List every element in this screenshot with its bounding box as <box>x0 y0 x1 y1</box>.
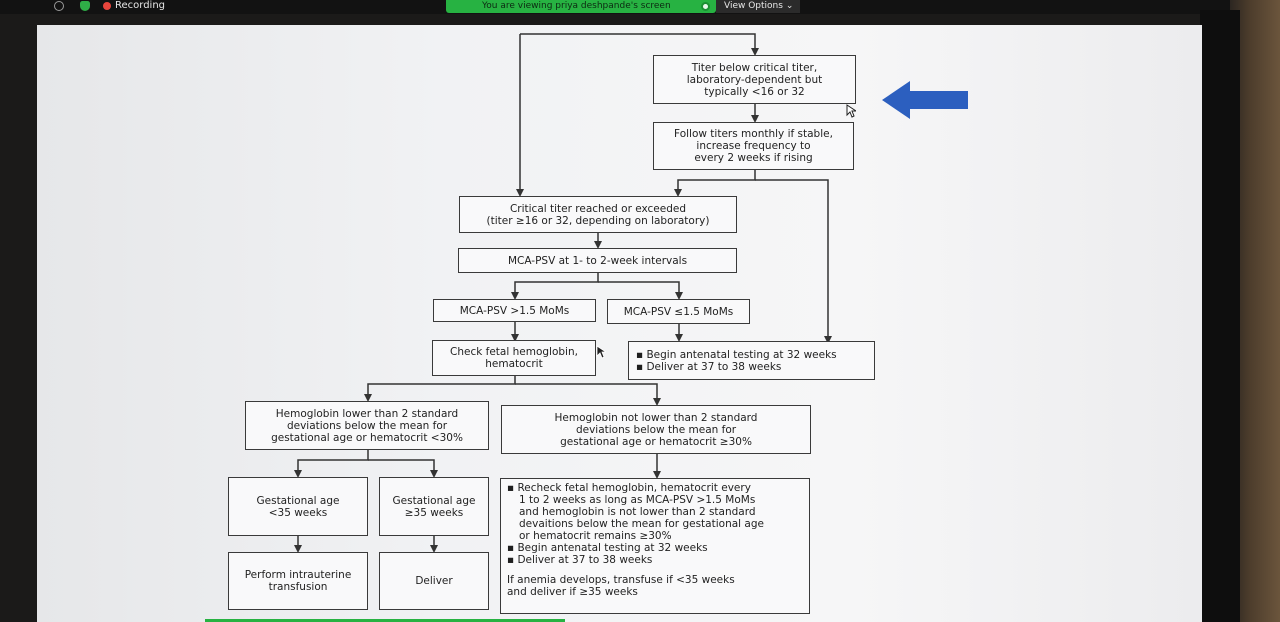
antenatal-testing-box: ▪ Begin antenatal testing at 32 weeks ▪ … <box>628 341 875 380</box>
info-icon[interactable] <box>54 1 64 11</box>
deliver-box: Deliver <box>379 552 489 610</box>
mouse-cursor-icon <box>596 345 606 359</box>
recording-label[interactable]: Recording <box>115 0 166 11</box>
slide-bottom-accent <box>205 619 565 622</box>
zoom-top-bar: Recording You are viewing priya deshpand… <box>0 0 1280 14</box>
chevron-down-icon: ⌄ <box>785 1 794 11</box>
titer-below-critical-box: Titer below critical titer, laboratory-d… <box>653 55 856 104</box>
view-options-label: View Options <box>724 1 783 11</box>
intrauterine-transfusion-box: Perform intrauterine transfusion <box>228 552 368 610</box>
mca-psv-high-box: MCA-PSV >1.5 MoMs <box>433 299 596 322</box>
gestational-age-over-35-box: Gestational age ≥35 weeks <box>379 477 489 536</box>
monitor-bezel <box>1200 10 1240 622</box>
shield-icon[interactable] <box>80 1 90 11</box>
recheck-fetal-box: ▪ Recheck fetal hemoglobin, hematocrit e… <box>500 478 810 614</box>
pointer-arrow-icon <box>882 81 968 119</box>
screen-share-banner: You are viewing priya deshpande's screen <box>446 0 716 13</box>
critical-titer-box: Critical titer reached or exceeded (tite… <box>459 196 737 233</box>
mca-psv-low-box: MCA-PSV ≤1.5 MoMs <box>607 299 750 324</box>
check-fetal-hemoglobin-box: Check fetal hemoglobin, hematocrit <box>432 340 596 376</box>
recording-dot-icon <box>103 2 111 10</box>
view-options-button[interactable]: View Options ⌄ <box>716 0 800 13</box>
share-status-icon <box>701 2 710 11</box>
gestational-age-under-35-box: Gestational age <35 weeks <box>228 477 368 536</box>
hemoglobin-not-low-box: Hemoglobin not lower than 2 standard dev… <box>501 405 811 454</box>
mouse-cursor-icon <box>846 104 856 118</box>
hemoglobin-low-box: Hemoglobin lower than 2 standard deviati… <box>245 401 489 450</box>
follow-titers-box: Follow titers monthly if stable, increas… <box>653 122 854 170</box>
mca-psv-intervals-box: MCA-PSV at 1- to 2-week intervals <box>458 248 737 273</box>
